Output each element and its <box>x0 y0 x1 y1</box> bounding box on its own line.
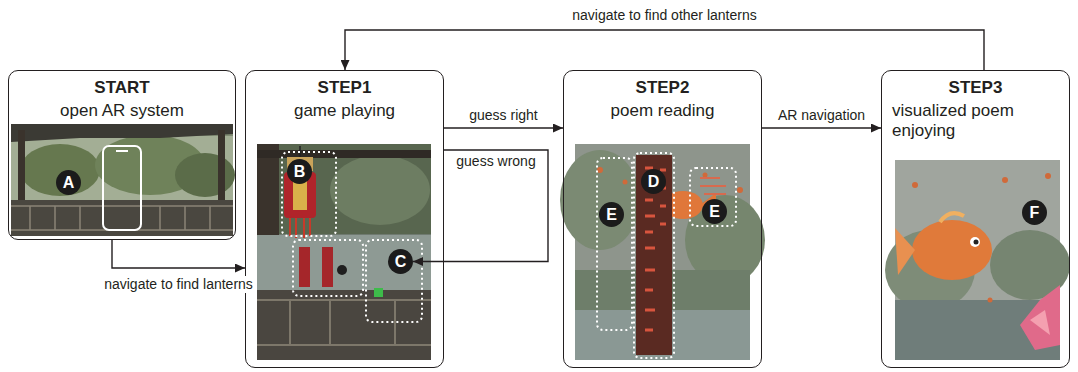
step2-photo <box>560 144 765 360</box>
callout-letter: F <box>1022 200 1047 225</box>
callout-letter: C <box>388 249 413 274</box>
step-description: visualized poem enjoying <box>882 98 1069 141</box>
callout-text: A <box>63 175 75 191</box>
edge-label: navigate to find lanterns <box>102 276 256 293</box>
callout-text: C <box>395 254 407 270</box>
callout-letter: E <box>599 202 624 227</box>
flow-arrow <box>112 240 245 268</box>
flow-arrow <box>762 127 881 128</box>
step-heading: START <box>9 71 235 98</box>
start-photo <box>11 124 235 236</box>
callout-text: E <box>606 207 617 223</box>
step-description: open AR system <box>9 98 235 121</box>
edge-label: guess wrong <box>454 153 537 170</box>
callout-letter: D <box>641 169 666 194</box>
edge-label: AR navigation <box>776 107 867 124</box>
callout-text: E <box>709 204 720 220</box>
step1-photo <box>257 144 431 360</box>
flow-arrow <box>444 127 563 128</box>
step3-photo <box>885 160 1070 360</box>
callout-letter: A <box>56 170 81 195</box>
callout-text: D <box>648 174 660 190</box>
step-box: STEP3visualized poem enjoyingF <box>881 70 1070 368</box>
callout-text: F <box>1030 205 1040 221</box>
edge-label: navigate to find other lanterns <box>570 7 758 24</box>
flow-arrow <box>345 30 984 70</box>
step-box: STEP2poem readingD E E <box>563 70 762 368</box>
step-description: poem reading <box>564 98 761 121</box>
callout-letter: B <box>287 159 312 184</box>
step-description: game playing <box>246 98 443 121</box>
step-heading: STEP2 <box>564 71 761 98</box>
callout-text: B <box>294 164 306 180</box>
callout-letter: E <box>702 199 727 224</box>
step-box: STEP1game playingB C <box>245 70 444 368</box>
edge-label: guess right <box>467 107 539 124</box>
step-heading: STEP3 <box>882 71 1069 98</box>
flow-arrow <box>413 150 548 262</box>
step-heading: STEP1 <box>246 71 443 98</box>
step-box: STARTopen AR systemA <box>8 70 236 240</box>
